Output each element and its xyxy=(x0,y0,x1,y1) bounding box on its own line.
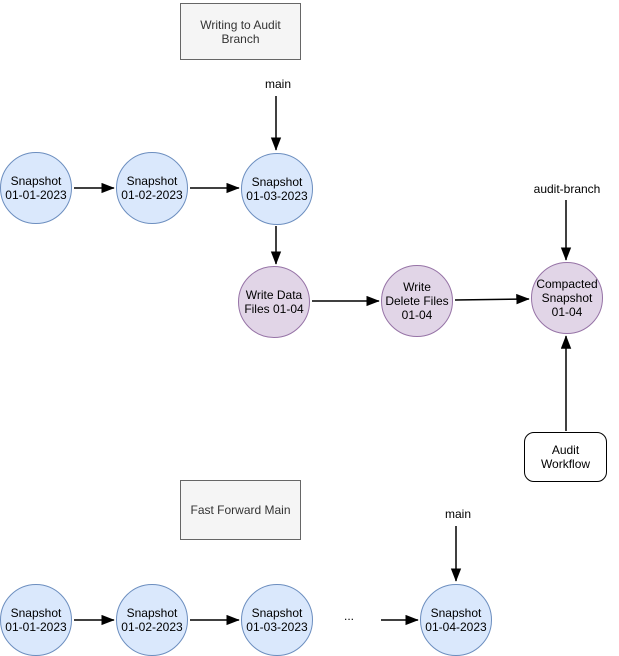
main-branch-label-bottom: main xyxy=(444,507,471,521)
arrow-writedelete-to-compacted xyxy=(454,293,530,305)
audit-branch-label: audit-branch xyxy=(533,182,601,196)
write-delete-files-node[interactable]: Write Delete Files 01-04 xyxy=(381,265,453,337)
history-ellipsis: ... xyxy=(343,609,354,623)
writing-to-audit-branch-title: Writing to Audit Branch xyxy=(180,3,301,60)
write-data-files-node[interactable]: Write Data Files 01-04 xyxy=(238,266,310,338)
audit-workflow-box[interactable]: Audit Workflow xyxy=(524,432,607,482)
main-branch-label-top: main xyxy=(264,77,291,91)
bottom-snapshot-node-01-03[interactable]: Snapshot 01-03-2023 xyxy=(241,584,313,656)
bottom-snapshot-node-01-02[interactable]: Snapshot 01-02-2023 xyxy=(116,584,188,656)
snapshot-node-01-03[interactable]: Snapshot 01-03-2023 xyxy=(241,153,313,225)
snapshot-node-01-02[interactable]: Snapshot 01-02-2023 xyxy=(116,152,188,224)
compacted-snapshot-node[interactable]: Compacted Snapshot 01-04 xyxy=(531,262,603,334)
fast-forward-main-title: Fast Forward Main xyxy=(180,480,301,540)
snapshot-node-01-01[interactable]: Snapshot 01-01-2023 xyxy=(0,152,72,224)
bottom-snapshot-node-01-04[interactable]: Snapshot 01-04-2023 xyxy=(420,584,492,656)
bottom-snapshot-node-01-01[interactable]: Snapshot 01-01-2023 xyxy=(0,584,72,656)
